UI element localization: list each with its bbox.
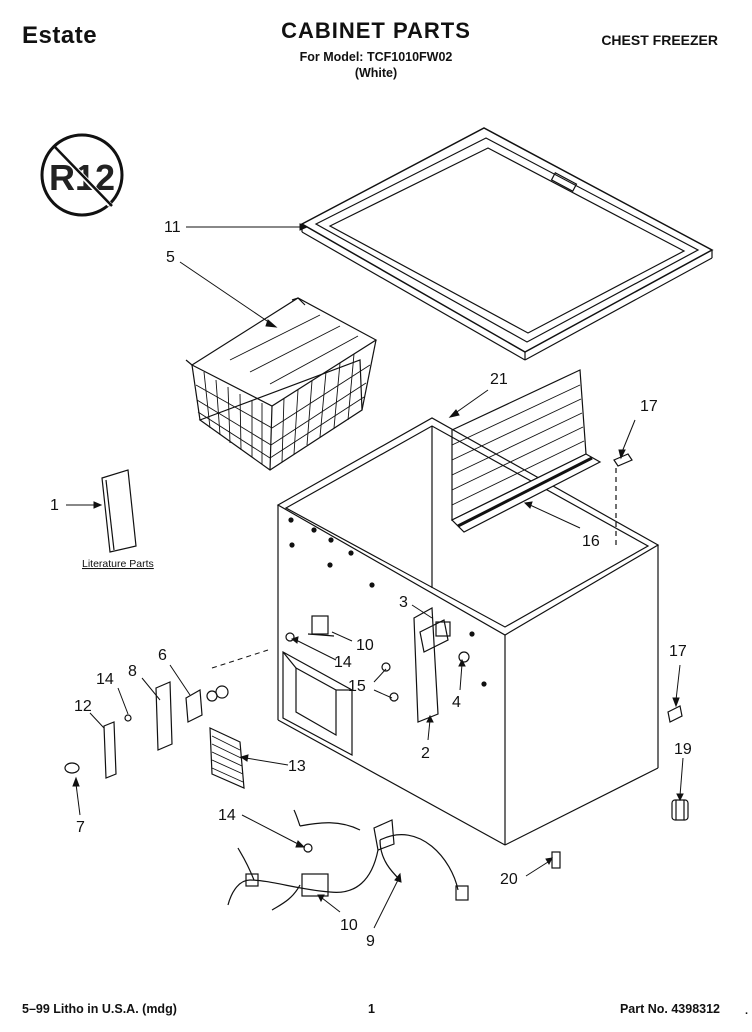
literature-booklet (101, 469, 137, 553)
callout-17-top: 17 (640, 398, 658, 415)
callout-5: 5 (166, 249, 175, 266)
callout-16: 16 (582, 533, 600, 550)
callout-4: 4 (452, 694, 461, 711)
callout-1: 1 (50, 497, 59, 514)
callout-8: 8 (128, 663, 137, 680)
part-number: Part No. 4398312 (619, 1002, 720, 1016)
callout-14-bottom: 14 (218, 807, 236, 824)
brand-logo: Estate (22, 22, 98, 49)
model-number: For Model: TCF1010FW02 (299, 50, 453, 64)
callout-14-mid: 14 (334, 654, 352, 671)
callout-14-left: 14 (96, 671, 114, 688)
callout-20: 20 (500, 871, 518, 888)
callout-7: 7 (76, 819, 85, 836)
literature-parts-label: Literature Parts (82, 558, 154, 570)
model-color: (White) (354, 66, 398, 80)
callout-12: 12 (74, 698, 92, 715)
leader-lines (66, 223, 684, 929)
page-title: CABINET PARTS (281, 18, 471, 43)
callout-19: 19 (674, 741, 692, 758)
callout-3: 3 (399, 594, 408, 611)
callout-6: 6 (158, 647, 167, 664)
callout-15: 15 (348, 678, 366, 695)
print-info: 5–99 Litho in U.S.A. (mdg) (22, 1002, 177, 1016)
clip-20 (551, 851, 561, 869)
callout-9: 9 (366, 933, 375, 950)
vent-grille (209, 727, 245, 789)
leveling-leg (671, 799, 689, 821)
callout-10-top: 10 (356, 637, 374, 654)
callout-2: 2 (421, 745, 430, 762)
tape-17a (613, 453, 633, 467)
page-number: 1 (368, 1002, 375, 1016)
divider-panel (450, 369, 602, 533)
wire-basket (185, 297, 378, 471)
callout-21: 21 (490, 371, 508, 388)
tape-17b (667, 705, 683, 723)
callout-11: 11 (164, 219, 181, 236)
callout-13: 13 (288, 758, 306, 775)
thermostat-bracket (64, 681, 229, 779)
no-r12-badge: R12 (40, 133, 124, 217)
callout-10-bottom: 10 (340, 917, 358, 934)
callout-17-right: 17 (669, 643, 687, 660)
relay-bracket (285, 615, 335, 642)
wiring-harness (227, 809, 469, 911)
lid-gasket (300, 127, 714, 361)
product-type: CHEST FREEZER (601, 32, 718, 48)
corner-mark: . (744, 1005, 748, 1017)
